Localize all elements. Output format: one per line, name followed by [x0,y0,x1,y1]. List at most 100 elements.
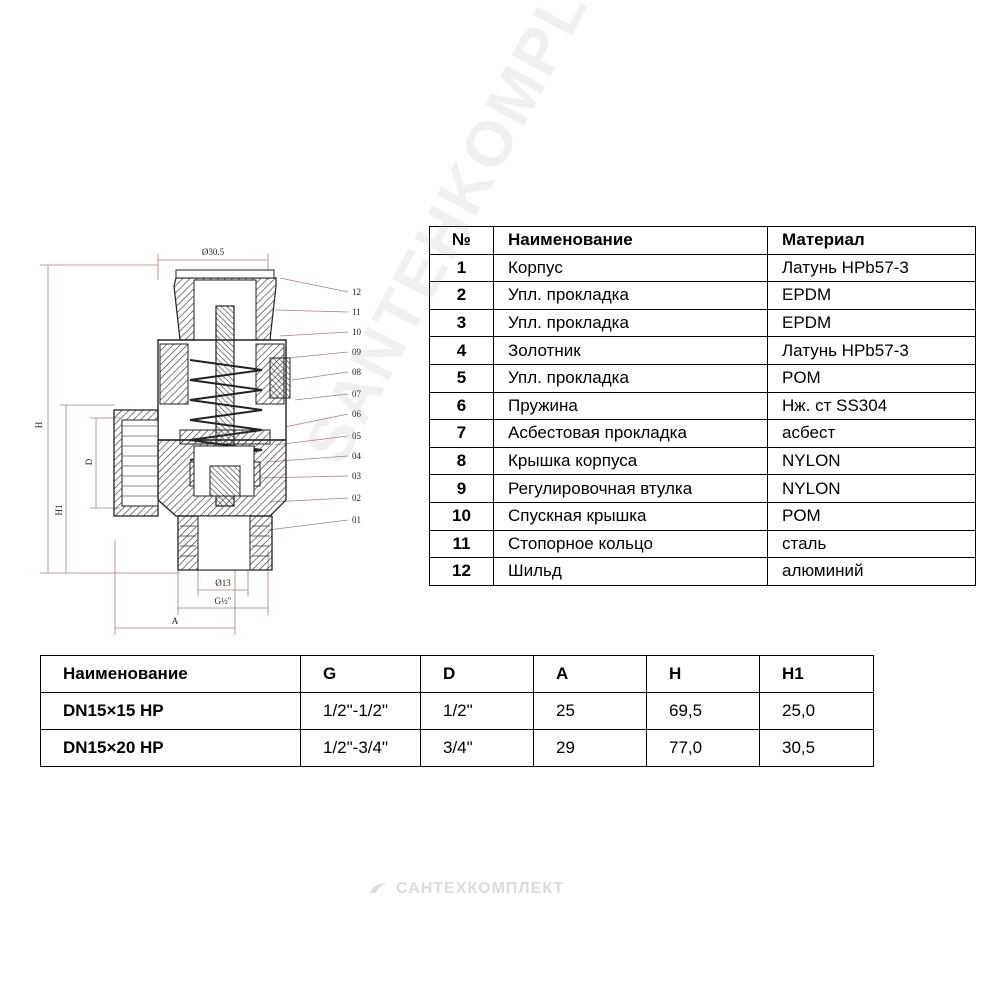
part-name: Упл. прокладка [493,363,768,393]
footer-watermark-text: САНТЕХКОМПЛЕКТ [396,880,565,897]
callout-05: 05 [352,431,362,441]
part-number: 11 [429,529,494,559]
value-a: 29 [533,729,647,767]
value-h1: 30,5 [759,729,874,767]
part-name: Стопорное кольцо [493,529,768,559]
callout-03: 03 [352,471,362,481]
part-material: алюминий [767,557,976,586]
col-header-model: Наименование [40,655,301,693]
part-name: Регулировочная втулка [493,474,768,503]
callout-06: 06 [352,409,362,419]
part-number: 12 [429,557,494,586]
part-material: POM [767,363,976,393]
table-header-row: Наименование G D A H H1 [40,655,874,693]
value-d: 1/2" [420,692,534,730]
dim-a-label: A [172,616,179,626]
part-name: Крышка корпуса [493,446,768,476]
part-number: 1 [429,253,494,283]
dim-top-label: Ø30.5 [202,247,225,257]
part-name: Спускная крышка [493,501,768,531]
part-material: NYLON [767,474,976,503]
col-header-a: A [533,655,647,693]
col-header-d: D [420,655,534,693]
callout-02: 02 [352,493,361,503]
part-material: Нж. ст SS304 [767,391,976,421]
part-name: Упл. прокладка [493,308,768,338]
value-g: 1/2"-3/4" [300,729,421,767]
part-material: Латунь HPb57-3 [767,253,976,283]
value-h: 69,5 [646,692,760,730]
part-material: EPDM [767,281,976,310]
part-material: асбест [767,419,976,448]
col-header-name: Наименование [493,226,768,255]
part-number: 9 [429,474,494,503]
col-header-material: Материал [767,226,976,255]
dim-h1-label: H1 [54,505,64,516]
col-header-h: H [646,655,760,693]
part-number: 2 [429,281,494,310]
table-row: DN15×20 HP 1/2"-3/4" 3/4" 29 77,0 30,5 [40,729,874,767]
table-row: DN15×15 HP 1/2"-1/2" 1/2" 25 69,5 25,0 [40,692,874,730]
valve-section-drawing: Ø30.5 Ø13 G½" A H H1 D 12 11 10 09 08 07… [30,240,380,640]
value-a: 25 [533,692,647,730]
value-d: 3/4" [420,729,534,767]
callout-08: 08 [352,367,362,377]
part-name: Асбестовая прокладка [493,419,768,448]
part-name: Упл. прокладка [493,281,768,310]
value-g: 1/2"-1/2" [300,692,421,730]
value-h: 77,0 [646,729,760,767]
part-name: Пружина [493,391,768,421]
part-number: 5 [429,363,494,393]
dim-thread-label: G½" [215,596,232,606]
model-name: DN15×20 HP [40,729,301,767]
part-number: 10 [429,501,494,531]
dim-d-label: D [84,458,94,465]
model-dimensions-table: Наименование G D A H H1 DN15×15 HP 1/2"-… [40,655,874,767]
callout-numbers: 12 11 10 09 08 07 06 05 04 03 02 01 [352,287,362,525]
callout-12: 12 [352,287,361,297]
part-number: 8 [429,446,494,476]
part-material: EPDM [767,308,976,338]
table-header-row: № Наименование Материал [429,226,976,255]
part-name: Золотник [493,336,768,365]
col-header-number: № [429,226,494,255]
callout-04: 04 [352,451,362,461]
callout-07: 07 [352,389,362,399]
model-name: DN15×15 HP [40,692,301,730]
valve-cross-section-svg: Ø30.5 Ø13 G½" A H H1 D 12 11 10 09 08 07… [34,247,362,635]
footer-watermark-logo: САНТЕХКОМПЛЕКТ [368,880,564,898]
part-material: POM [767,501,976,531]
dim-h-label: H [34,421,44,428]
part-number: 4 [429,336,494,365]
part-number: 7 [429,419,494,448]
logo-mark-icon [370,883,388,893]
part-material: Латунь HPb57-3 [767,336,976,365]
col-header-h1: H1 [759,655,874,693]
part-material: сталь [767,529,976,559]
col-header-g: G [300,655,421,693]
part-number: 6 [429,391,494,421]
part-name: Корпус [493,253,768,283]
value-h1: 25,0 [759,692,874,730]
callout-09: 09 [352,347,362,357]
callout-11: 11 [352,307,361,317]
callout-01: 01 [352,515,361,525]
part-material: NYLON [767,446,976,476]
dimension-lines [40,254,349,635]
part-name: Шильд [493,557,768,586]
dim-bottom-label: Ø13 [215,578,231,588]
callout-10: 10 [352,327,362,337]
